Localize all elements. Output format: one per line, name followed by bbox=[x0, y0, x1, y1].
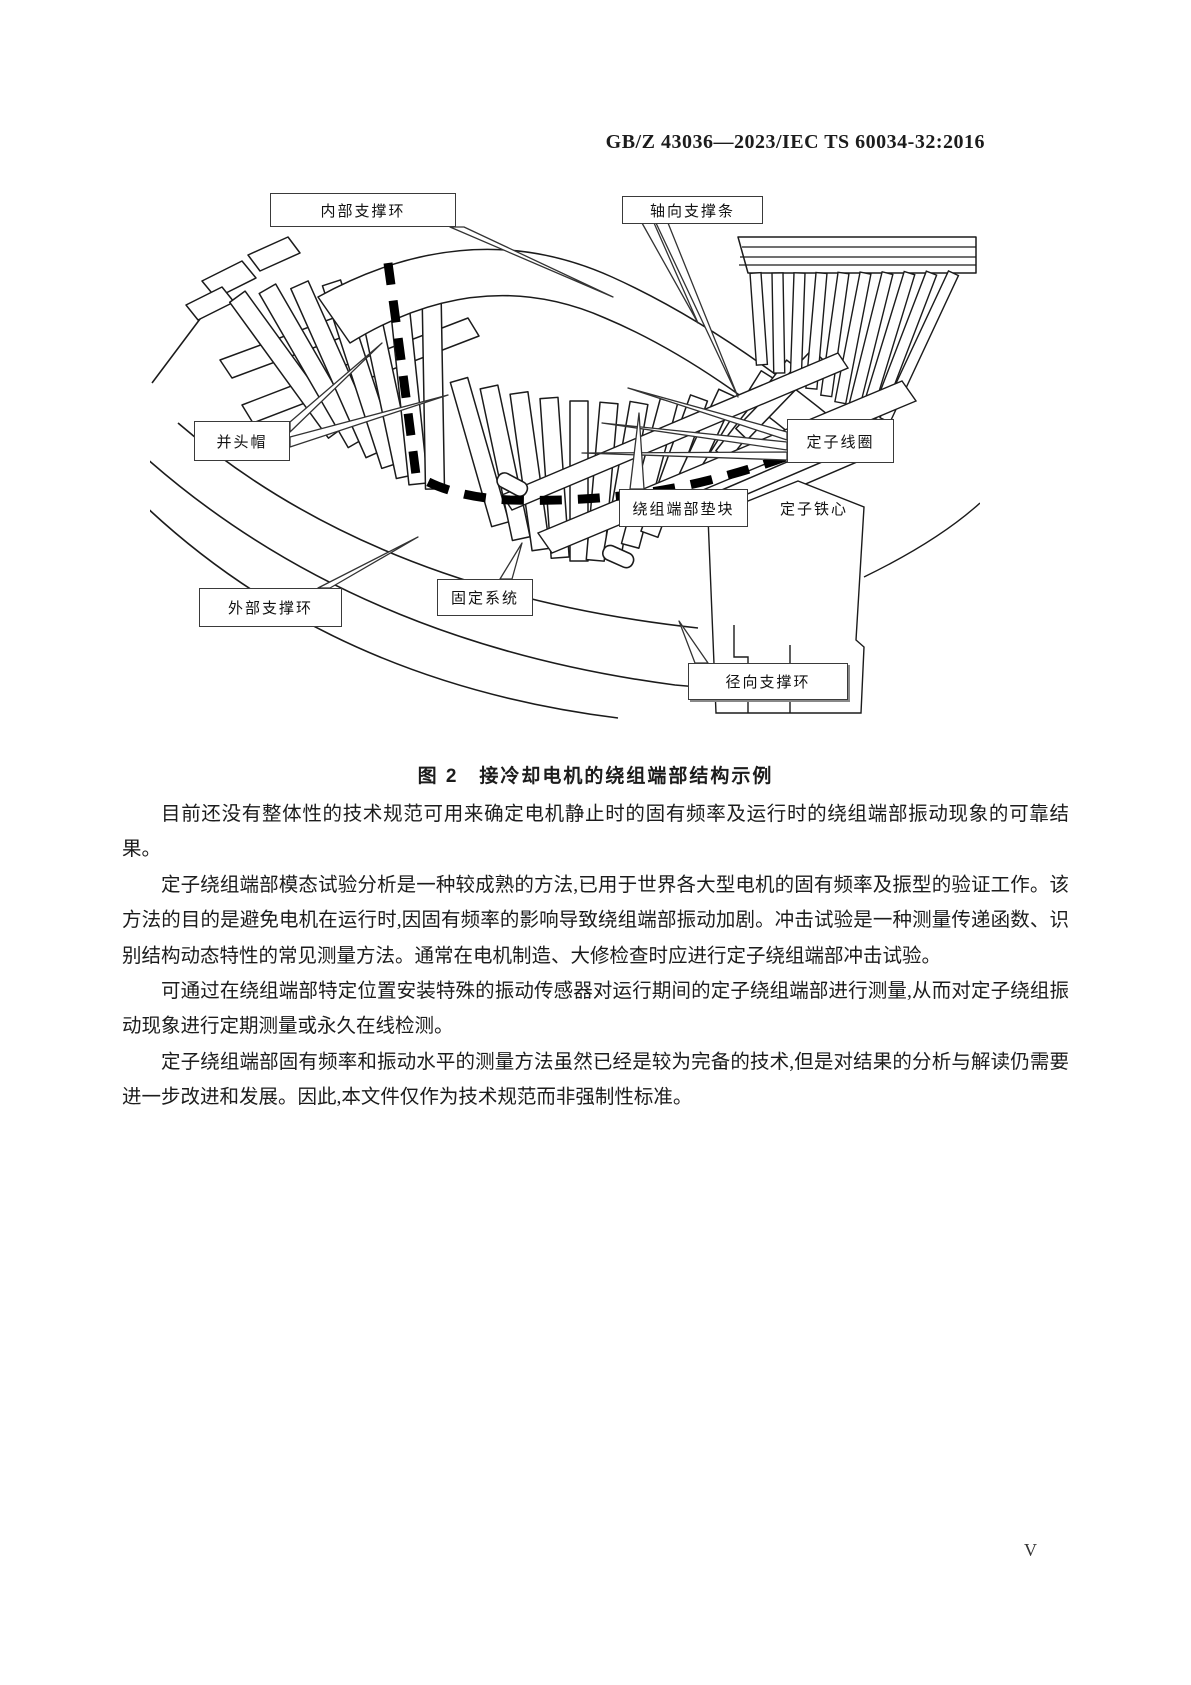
page-number: V bbox=[1024, 1540, 1037, 1560]
end-winding-line-art bbox=[150, 222, 980, 719]
callout-end-winding-block: 绕组端部垫块 bbox=[619, 489, 748, 527]
body-paragraph-2: 定子绕组端部模态试验分析是一种较成熟的方法,已用于世界各大型电机的固有频率及振型… bbox=[122, 874, 1069, 967]
callout-radial-support-ring: 径向支撑环 bbox=[688, 663, 848, 700]
callout-end-cap: 并头帽 bbox=[194, 421, 290, 461]
body-text: 目前还没有整体性的技术规范可用来确定电机静止时的固有频率及运行时的绕组端部振动现… bbox=[122, 797, 1069, 1116]
callout-inner-support-ring: 内部支撑环 bbox=[270, 193, 456, 227]
body-paragraph-4: 定子绕组端部固有频率和振动水平的测量方法虽然已经是较为完备的技术,但是对结果的分… bbox=[122, 1051, 1069, 1109]
body-paragraph-3: 可通过在绕组端部特定位置安装特殊的振动传感器对运行期间的定子绕组端部进行测量,从… bbox=[122, 981, 1069, 1038]
callout-stator-coil: 定子线圈 bbox=[787, 419, 894, 463]
figure-2-diagram: 内部支撑环 轴向支撑条 并头帽 定子线圈 绕组端部垫块 定子铁心 外部支撑环 固… bbox=[150, 185, 980, 720]
doc-number: GB/Z 43036—2023/IEC TS 60034-32:2016 bbox=[605, 131, 985, 153]
label-stator-core: 定子铁心 bbox=[780, 502, 849, 518]
callout-outer-support-ring: 外部支撑环 bbox=[199, 588, 342, 627]
figure-caption: 图 2 接冷却电机的绕组端部结构示例 bbox=[417, 766, 774, 787]
callout-fixing-system: 固定系统 bbox=[437, 579, 533, 616]
body-paragraph-1: 目前还没有整体性的技术规范可用来确定电机静止时的固有频率及运行时的绕组端部振动现… bbox=[122, 804, 1069, 861]
callout-axial-support-bar: 轴向支撑条 bbox=[622, 196, 763, 224]
